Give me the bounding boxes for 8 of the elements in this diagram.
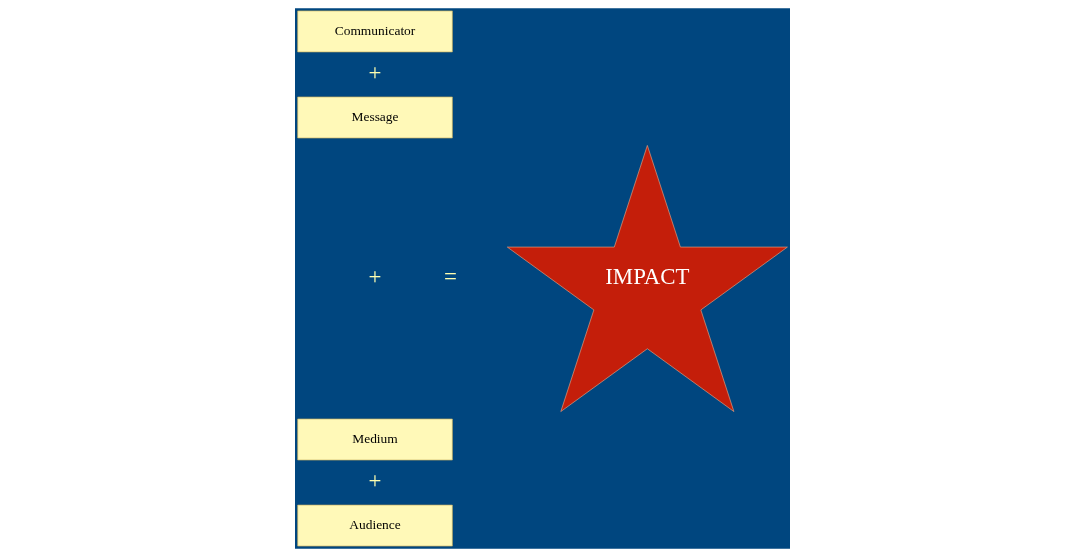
node-box: Message	[296, 96, 453, 139]
node-box: Medium	[296, 418, 453, 461]
label: +	[368, 60, 381, 86]
label: +	[368, 468, 381, 494]
label: +	[368, 264, 381, 290]
label: =	[443, 264, 457, 290]
node-box: Audience	[296, 504, 453, 547]
node-box: Communicator	[296, 10, 453, 53]
